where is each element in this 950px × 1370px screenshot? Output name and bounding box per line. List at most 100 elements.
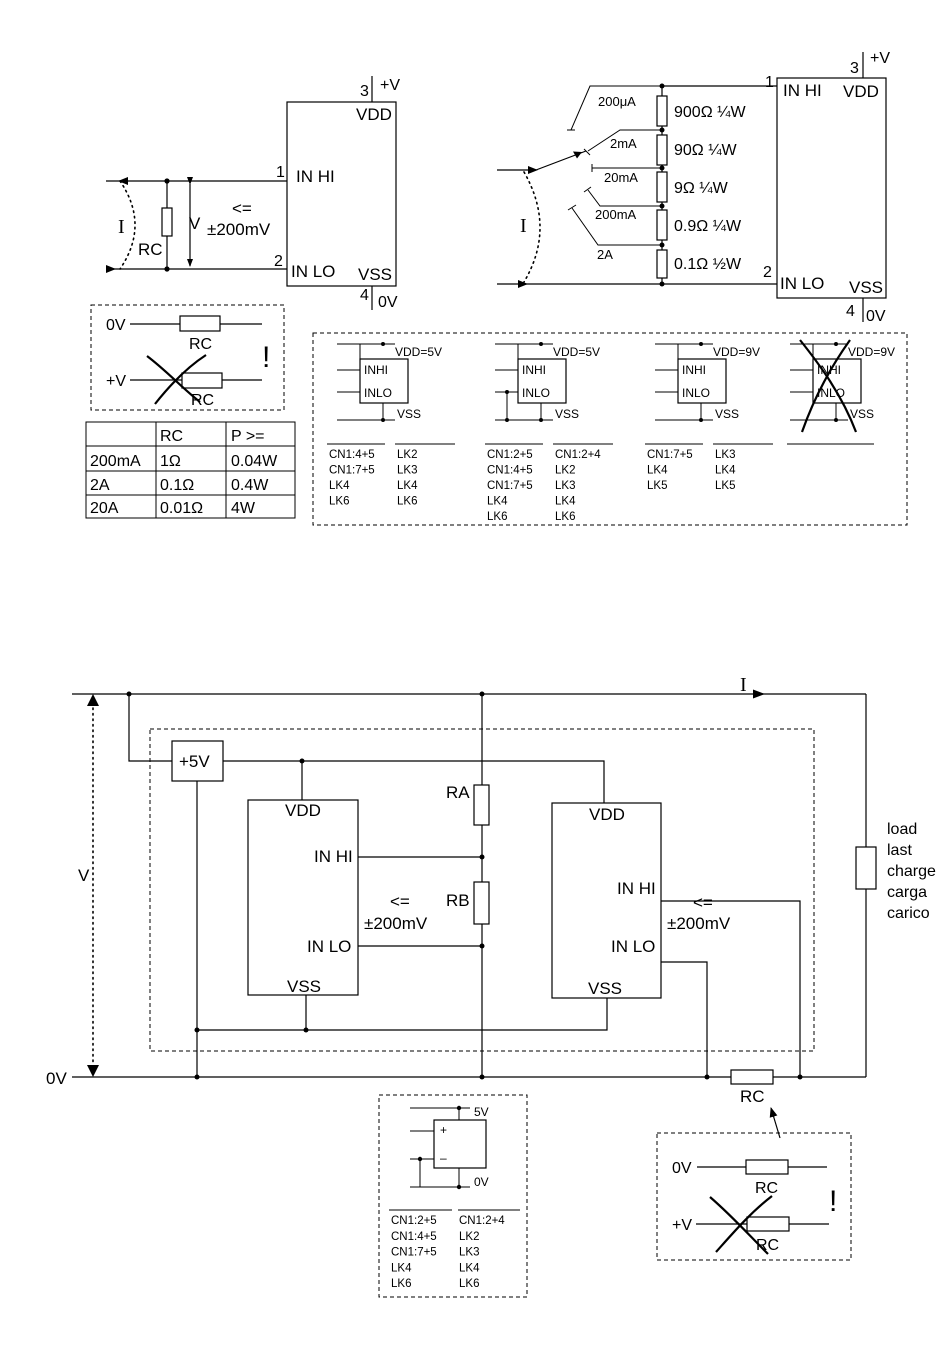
table-header-p: P >= bbox=[231, 428, 265, 445]
fig3-left-vss: VSS bbox=[287, 977, 321, 996]
fig3-ra-label: RA bbox=[446, 783, 470, 802]
fig3-current-label: I bbox=[740, 674, 747, 696]
config-link: CN1:4+5 bbox=[487, 465, 533, 477]
warn1-zero-v: 0V bbox=[106, 317, 126, 334]
table-cell: 4W bbox=[231, 500, 256, 517]
fig1-pin1: 1 bbox=[276, 164, 285, 181]
fig2-vdd: VDD bbox=[843, 82, 879, 101]
fig3-right-vdd: VDD bbox=[589, 805, 625, 824]
fig2-vss: VSS bbox=[849, 278, 883, 297]
fig2-range-label: 2A bbox=[597, 247, 613, 262]
fig1-pin3: 3 bbox=[360, 83, 369, 100]
fig1-pin4: 4 bbox=[360, 287, 369, 304]
fig3-supply-label: +5V bbox=[179, 752, 210, 771]
fig3-rc-resistor bbox=[730, 1069, 774, 1085]
config-link: CN1:7+5 bbox=[487, 480, 533, 492]
config-vss: VSS bbox=[850, 407, 874, 421]
psu-link: CN1:2+4 bbox=[459, 1215, 505, 1227]
psu-minus: – bbox=[440, 1151, 447, 1165]
fig2-pin4: 4 bbox=[846, 303, 855, 320]
warn1-rc-top: RC bbox=[189, 336, 212, 353]
config-link: LK4 bbox=[329, 480, 350, 492]
config-vss: VSS bbox=[715, 407, 739, 421]
fig1-v-label: V bbox=[189, 214, 201, 233]
psu-link: CN1:2+5 bbox=[391, 1215, 437, 1227]
config-link: LK4 bbox=[397, 480, 418, 492]
config-link: LK6 bbox=[487, 511, 507, 523]
fig2-resistor-0-9 bbox=[656, 209, 668, 241]
fig3-load-label: charge bbox=[887, 863, 936, 880]
warn2-rc-bottom: RC bbox=[756, 1237, 779, 1254]
fig2-meter-box bbox=[776, 77, 887, 299]
fig2-pin2: 2 bbox=[763, 264, 772, 281]
fig3-left-in-lo: IN LO bbox=[307, 937, 351, 956]
fig1-rc-label: RC bbox=[138, 240, 163, 259]
config-link: LK3 bbox=[715, 449, 735, 461]
config-link: LK4 bbox=[487, 496, 508, 508]
fig1-zero-v: 0V bbox=[378, 294, 398, 311]
fig3-left-meter bbox=[247, 799, 359, 996]
fig2-pin1: 1 bbox=[765, 74, 774, 91]
fig1-current-label: I bbox=[118, 216, 125, 238]
fig3-load-resistor bbox=[855, 846, 877, 890]
config-link: LK4 bbox=[647, 465, 668, 477]
warn2-zero-v: 0V bbox=[672, 1160, 692, 1177]
fig2-pin3: 3 bbox=[850, 60, 859, 77]
config-link: CN1:7+5 bbox=[329, 465, 375, 477]
warn1-exclamation: ! bbox=[262, 341, 270, 374]
fig2-resistor-90 bbox=[656, 134, 668, 166]
fig3-limit-left: ±200mV bbox=[364, 914, 428, 933]
fig2-resistor-9 bbox=[656, 171, 668, 203]
config-inhi: INHI bbox=[682, 363, 706, 377]
config-link: LK6 bbox=[397, 496, 417, 508]
config-inlo: INLO bbox=[682, 386, 710, 400]
config-link: LK4 bbox=[555, 496, 576, 508]
table-cell: 20A bbox=[90, 500, 119, 517]
fig1-plus-v: +V bbox=[380, 77, 400, 94]
config-link: CN1:2+4 bbox=[555, 449, 601, 461]
fig2-range-label: 20mA bbox=[604, 170, 638, 185]
fig3-load-label: carga bbox=[887, 884, 927, 901]
fig3-limit-right: ±200mV bbox=[667, 914, 731, 933]
config-link: LK2 bbox=[397, 449, 417, 461]
fig1-current-path bbox=[119, 180, 136, 270]
fig2-in-hi: IN HI bbox=[783, 81, 822, 100]
config-cross bbox=[799, 339, 858, 433]
config-link: LK5 bbox=[715, 480, 735, 492]
fig3-left-in-hi: IN HI bbox=[314, 847, 353, 866]
fig2-res-label: 9Ω ¼W bbox=[674, 180, 729, 197]
psu-link: LK6 bbox=[459, 1278, 479, 1290]
fig3-v-label: V bbox=[78, 866, 90, 885]
fig1-pin2: 2 bbox=[274, 253, 283, 270]
config-link: CN1:2+5 bbox=[487, 449, 533, 461]
config-vdd: VDD=9V bbox=[848, 345, 895, 359]
psu-link: LK3 bbox=[459, 1247, 479, 1259]
fig1-rc-resistor bbox=[161, 207, 173, 237]
psu-link: LK2 bbox=[459, 1231, 479, 1243]
fig3-load-label: load bbox=[887, 821, 917, 838]
config-chip bbox=[359, 358, 409, 404]
shunt-table: RC P >= 200mA 1Ω 0.04W 2A 0.1Ω 0.4W 20A … bbox=[85, 421, 296, 519]
config-link: LK4 bbox=[715, 465, 736, 477]
fig2-plus-v: +V bbox=[870, 50, 890, 67]
config-inhi: INHI bbox=[817, 363, 841, 377]
config-link: LK3 bbox=[397, 465, 417, 477]
config-inlo: INLO bbox=[364, 386, 392, 400]
config-vss: VSS bbox=[397, 407, 421, 421]
config-link: CN1:7+5 bbox=[647, 449, 693, 461]
warn2-plus-v: +V bbox=[672, 1217, 692, 1234]
fig3-le-right: <= bbox=[693, 893, 713, 912]
config-link: LK6 bbox=[555, 511, 575, 523]
table-cell: 0.01Ω bbox=[160, 500, 203, 517]
psu-link: CN1:7+5 bbox=[391, 1247, 437, 1259]
config-inlo: INLO bbox=[522, 386, 550, 400]
fig3-load-label: carico bbox=[887, 905, 930, 922]
fig3-rb-resistor bbox=[473, 881, 490, 925]
warning-box-2: 0V RC +V RC ! bbox=[656, 1132, 852, 1261]
config-variants: VDD=5VINHIINLOVSSCN1:4+5CN1:7+5LK4LK6LK2… bbox=[327, 339, 895, 523]
fig3-right-in-lo: IN LO bbox=[611, 937, 655, 956]
